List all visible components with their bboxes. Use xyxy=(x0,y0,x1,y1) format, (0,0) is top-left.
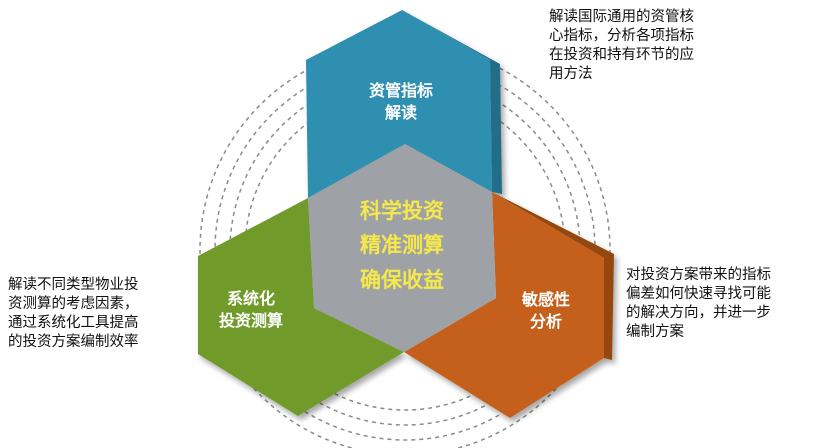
center-hexagon xyxy=(308,144,496,352)
segment-top-label: 资管指标 解读 xyxy=(369,81,433,122)
segment-right-label: 敏感性 分析 xyxy=(521,290,570,331)
segment-right-label-line-1: 敏感性 xyxy=(521,290,570,309)
segment-left-label: 系统化 投资测算 xyxy=(219,289,283,330)
segment-right-label-line-2: 分析 xyxy=(530,312,562,331)
segment-top-side xyxy=(402,10,502,194)
segment-right-description: 对投资方案带来的指标 偏差如何快速寻找可能 的解决方向，并进一步 编制方案 xyxy=(626,267,771,340)
segment-left-face xyxy=(198,198,404,416)
center-line-1: 科学投资 xyxy=(360,199,444,223)
center-text: 科学投资 精准测算 确保收益 xyxy=(360,199,444,292)
segment-left-label-line-1: 系统化 xyxy=(227,289,275,308)
segment-top[interactable] xyxy=(306,10,502,198)
center-line-2: 精准测算 xyxy=(360,233,444,257)
segment-left-description: 解读不同类型物业投 资测算的考虑因素， 通过系统化工具提高 的投资方案编制效率 xyxy=(8,277,139,350)
segment-top-label-line-2: 解读 xyxy=(385,103,417,122)
ring-1 xyxy=(199,44,611,448)
segment-right-face xyxy=(404,192,604,418)
segment-left[interactable] xyxy=(198,198,404,416)
segment-top-label-line-1: 资管指标 xyxy=(369,81,433,100)
segment-top-description: 解读国际通用的资管核 心指标，分析各项指标 在投资和持有环节的应 用方法 xyxy=(549,9,694,82)
segment-left-label-line-2: 投资测算 xyxy=(219,311,283,330)
segment-top-face xyxy=(306,10,492,198)
segment-right-side xyxy=(492,192,614,360)
segment-right[interactable] xyxy=(404,192,614,418)
center-line-3: 确保收益 xyxy=(360,268,444,292)
center-hexagon-face xyxy=(308,144,496,352)
